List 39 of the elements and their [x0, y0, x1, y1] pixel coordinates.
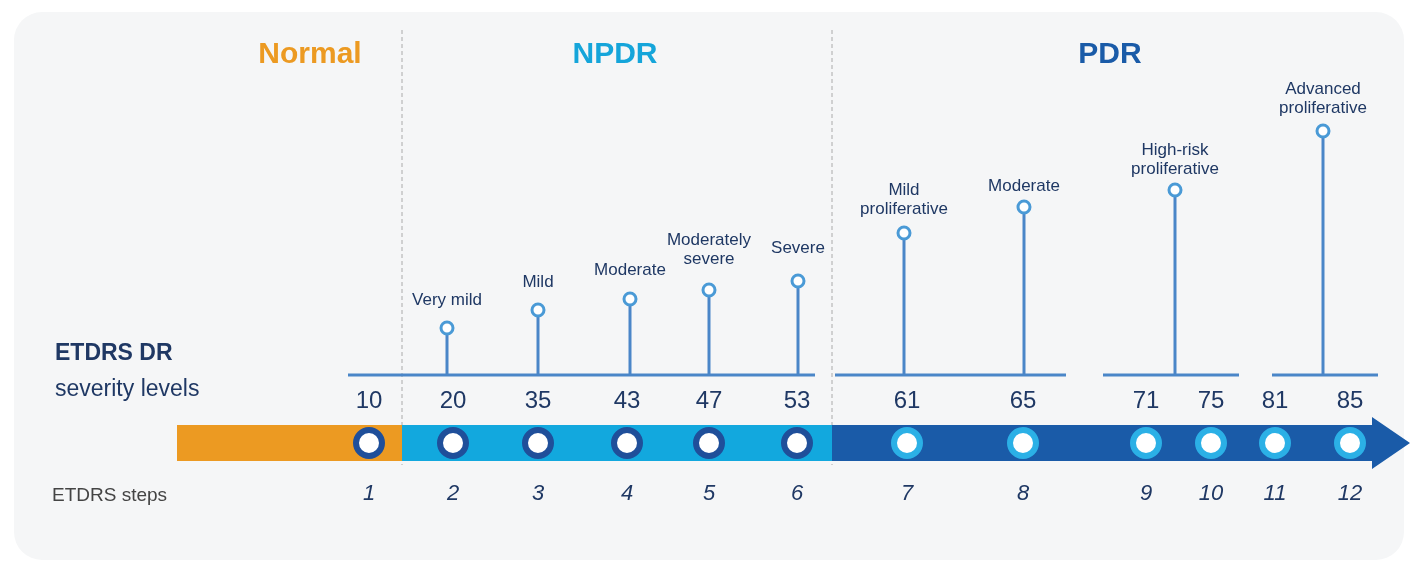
level-number: 53 — [783, 386, 811, 414]
level-number: 71 — [1132, 386, 1160, 414]
step-number: 10 — [1198, 480, 1224, 506]
level-number: 35 — [524, 386, 552, 414]
level-number: 65 — [1009, 386, 1037, 414]
level-number: 47 — [695, 386, 723, 414]
step-number: 9 — [1139, 480, 1153, 506]
axis-title: severity levels — [55, 376, 200, 402]
severity-label: Severe — [771, 239, 825, 258]
severity-label: Advanced proliferative — [1278, 79, 1368, 117]
step-number: 7 — [900, 480, 914, 506]
severity-label: High-risk proliferative — [1130, 140, 1220, 178]
step-number: 5 — [702, 480, 716, 506]
step-number: 2 — [446, 480, 460, 506]
step-number: 6 — [790, 480, 804, 506]
level-number: 85 — [1336, 386, 1364, 414]
level-number: 10 — [355, 386, 383, 414]
step-number: 11 — [1263, 480, 1287, 506]
level-number: 61 — [893, 386, 921, 414]
severity-label: Moderate — [594, 261, 666, 280]
axis-title: ETDRS steps — [52, 484, 168, 506]
stage-heading: PDR — [1078, 35, 1142, 69]
stage-heading: NPDR — [572, 35, 658, 69]
step-number: 4 — [620, 480, 634, 506]
severity-label: Moderate — [988, 177, 1060, 196]
severity-label: Very mild — [412, 291, 482, 310]
step-number: 12 — [1337, 480, 1363, 506]
level-number: 20 — [439, 386, 467, 414]
severity-label: Moderately severe — [665, 230, 753, 268]
step-number: 8 — [1016, 480, 1030, 506]
step-number: 3 — [531, 480, 545, 506]
stage-heading: Normal — [258, 35, 362, 69]
severity-label: Mild — [522, 273, 554, 292]
level-number: 43 — [613, 386, 641, 414]
level-number: 75 — [1197, 386, 1225, 414]
level-number: 81 — [1261, 386, 1289, 414]
axis-title: ETDRS DR — [55, 340, 173, 366]
step-number: 1 — [362, 480, 376, 506]
severity-label: Mild proliferative — [859, 180, 949, 218]
